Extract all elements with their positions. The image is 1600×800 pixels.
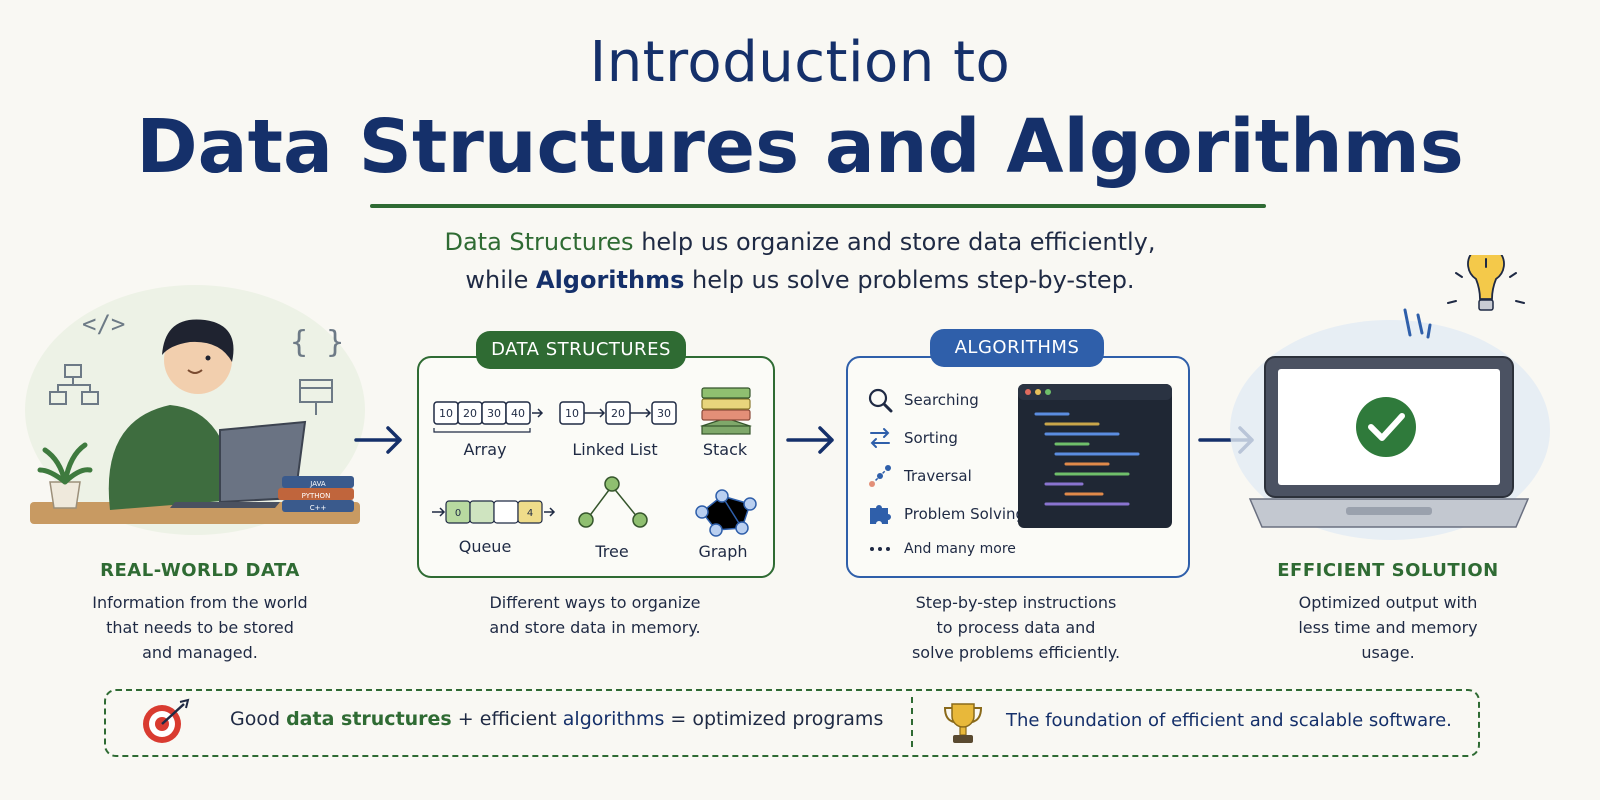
code-editor-window — [1018, 384, 1172, 528]
checkmark-icon — [1356, 397, 1416, 457]
efficient-solution-illustration — [1230, 255, 1550, 540]
algorithm-item-traversal: Traversal — [904, 467, 972, 485]
real-world-desc-line: Information from the world — [92, 593, 308, 612]
real-world-desc-line: that needs to be stored — [106, 618, 294, 637]
tree-label: Tree — [595, 542, 629, 561]
books-stack-icon: JAVA PYTHON C++ — [278, 476, 354, 512]
book-label-python: PYTHON — [302, 492, 331, 500]
array-cell-value: 20 — [463, 407, 477, 420]
data-structures-caption: Different ways to organize and store dat… — [440, 590, 750, 640]
summary-mid: + efficient — [451, 708, 563, 730]
plant-icon — [37, 442, 93, 509]
alg-caption-line: to process data and — [936, 618, 1096, 637]
student-illustration — [108, 319, 235, 510]
algorithm-item-sorting: Sorting — [904, 429, 958, 447]
code-tag-icon: </> — [82, 310, 125, 338]
linked-node-value: 30 — [657, 407, 671, 420]
real-world-desc-line: and managed. — [142, 643, 258, 662]
solution-desc-line: usage. — [1361, 643, 1415, 662]
target-icon — [143, 698, 190, 743]
list-window-icon — [299, 379, 333, 415]
summary-suffix: = optimized programs — [664, 708, 884, 730]
swap-arrows-icon — [870, 428, 890, 448]
summary-prefix: Good — [230, 708, 287, 730]
solution-desc-line: less time and memory — [1298, 618, 1478, 637]
efficient-solution-description: Optimized output with less time and memo… — [1268, 590, 1508, 665]
ellipsis-icon — [870, 547, 890, 551]
subtitle-ds-highlight: Data Structures — [444, 228, 634, 256]
alg-caption-line: solve problems efficiently. — [911, 643, 1121, 662]
data-structures-header: DATA STRUCTURES — [476, 331, 686, 369]
array-cell-value: 10 — [439, 407, 453, 420]
real-world-description: Information from the world that needs to… — [55, 590, 345, 665]
title-line-1: Introduction to — [589, 30, 1011, 95]
braces-icon: { } — [290, 325, 344, 360]
traversal-icon — [869, 465, 891, 487]
stack-label: Stack — [702, 440, 748, 459]
linked-node-value: 20 — [611, 407, 625, 420]
summary-foundation-text: The foundation of efficient and scalable… — [1006, 710, 1452, 731]
book-label-java: JAVA — [309, 480, 326, 488]
real-world-illustration: </> { } JAVA PYTHON C++ — [25, 285, 365, 535]
real-world-title: REAL-WORLD DATA — [100, 560, 300, 581]
graph-diagram — [695, 489, 757, 537]
queue-diagram: 0 4 — [432, 500, 556, 524]
subtitle-line-2-prefix: while — [465, 266, 536, 294]
algorithm-item-searching: Searching — [904, 391, 979, 409]
linked-node-value: 10 — [565, 407, 579, 420]
subtitle-alg-highlight: Algorithms — [536, 266, 685, 294]
arrow-right-icon — [354, 426, 402, 454]
efficient-solution-title: EFFICIENT SOLUTION — [1277, 560, 1499, 581]
array-label: Array — [463, 440, 507, 459]
linked-list-diagram: 10 20 30 — [559, 401, 677, 425]
solution-desc-line: Optimized output with — [1298, 593, 1478, 612]
title-underline — [370, 204, 1266, 208]
lightbulb-icon — [1447, 255, 1525, 311]
window-close-dot — [1025, 389, 1031, 395]
subtitle-line-2: while Algorithms help us solve problems … — [0, 266, 1600, 294]
subtitle-line-2-rest: help us solve problems step-by-step. — [684, 266, 1135, 294]
summary-divider — [911, 697, 913, 747]
algorithms-header: ALGORITHMS — [930, 329, 1104, 367]
book-label-cpp: C++ — [310, 504, 327, 512]
algorithm-item-problem-solving: Problem Solving — [904, 505, 1026, 523]
algorithms-caption: Step-by-step instructions to process dat… — [866, 590, 1166, 665]
trophy-icon — [943, 703, 983, 743]
array-diagram: 10 20 30 40 — [433, 401, 544, 433]
page-title: Data Structures and Algorithms — [136, 104, 1464, 190]
stack-diagram — [700, 387, 752, 435]
search-icon — [868, 388, 893, 413]
queue-cell-value: 0 — [455, 508, 461, 519]
summary-data-structures: data structures — [286, 708, 452, 730]
summary-equation: Good data structures + efficient algorit… — [230, 708, 883, 730]
queue-cell-value: 4 — [527, 508, 533, 519]
algorithm-item-more: And many more — [904, 541, 1016, 557]
array-cell-value: 40 — [511, 407, 525, 420]
puzzle-icon — [870, 505, 891, 524]
tree-diagram — [578, 476, 648, 528]
ds-caption-line: and store data in memory. — [489, 618, 701, 637]
subtitle-line-1-rest: help us organize and store data efficien… — [633, 228, 1156, 256]
queue-label: Queue — [458, 537, 512, 556]
data-structures-diagram: 10 20 30 40 10 20 30 0 4 — [432, 387, 757, 537]
flowchart-icon — [49, 364, 99, 405]
graph-label: Graph — [698, 542, 748, 561]
array-cell-value: 30 — [487, 407, 501, 420]
subtitle-line-1: Data Structures help us organize and sto… — [0, 228, 1600, 256]
summary-box — [104, 689, 1480, 757]
summary-algorithms: algorithms — [562, 708, 665, 730]
linked-list-label: Linked List — [572, 440, 658, 459]
alg-caption-line: Step-by-step instructions — [915, 593, 1117, 612]
spark-lines — [1403, 308, 1432, 339]
window-maximize-dot — [1045, 389, 1051, 395]
ds-caption-line: Different ways to organize — [489, 593, 701, 612]
arrow-right-icon — [786, 426, 834, 454]
window-minimize-dot — [1035, 389, 1041, 395]
